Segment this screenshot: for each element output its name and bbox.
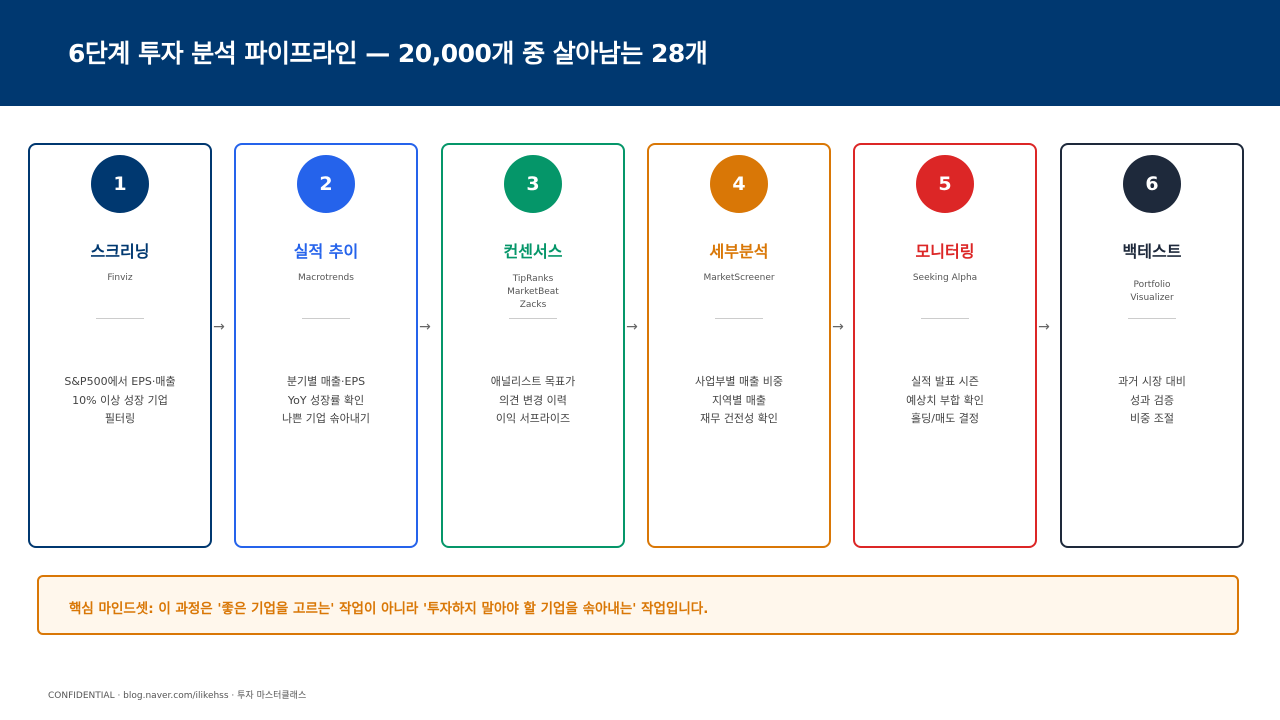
step-description: 애널리스트 목표가 의견 변경 이력 이익 서프라이즈	[490, 375, 576, 425]
step-tools: TipRanks MarketBeat Zacks	[507, 274, 559, 310]
step-card-4: 4 세부분석 MarketScreener 사업부별 매출 비중 지역별 매출 …	[647, 143, 831, 548]
step-description: 사업부별 매출 비중 지역별 매출 재무 건전성 확인	[695, 375, 783, 425]
step-divider	[715, 318, 763, 319]
step-tools: Seeking Alpha	[912, 273, 978, 283]
step-number-badge: 5	[916, 155, 974, 213]
step-title: 모니터링	[915, 242, 975, 261]
step-description: S&P500에서 EPS·매출 10% 이상 성장 기업 필터링	[64, 375, 176, 425]
step-card-3: 3 컨센서스 TipRanks MarketBeat Zacks 애널리스트 목…	[441, 143, 625, 548]
step-number-badge: 4	[710, 155, 768, 213]
step-number-badge: 3	[504, 155, 562, 213]
step-title: 실적 추이	[293, 242, 359, 261]
step-number-badge: 2	[297, 155, 355, 213]
step-tools: Portfolio Visualizer	[1130, 280, 1174, 303]
step-divider	[921, 318, 969, 319]
header-bar: 6단계 투자 분석 파이프라인 — 20,000개 중 살아남는 28개	[0, 0, 1280, 106]
step-divider	[302, 318, 350, 319]
step-description: 분기별 매출·EPS YoY 성장률 확인 나쁜 기업 솎아내기	[282, 375, 370, 425]
step-card-5: 5 모니터링 Seeking Alpha 실적 발표 시즌 예상치 부합 확인 …	[853, 143, 1037, 548]
step-number-badge: 6	[1123, 155, 1181, 213]
key-mindset-callout: 핵심 마인드셋: 이 과정은 '좋은 기업을 고르는' 작업이 아니라 '투자하…	[37, 575, 1239, 635]
step-description: 실적 발표 시즌 예상치 부합 확인 홀딩/매도 결정	[906, 375, 984, 425]
step-title: 백테스트	[1122, 242, 1182, 261]
step-card-2: 2 실적 추이 Macrotrends 분기별 매출·EPS YoY 성장률 확…	[234, 143, 418, 548]
arrow-icon: →	[1038, 319, 1050, 335]
step-description: 과거 시장 대비 성과 검증 비중 조절	[1118, 375, 1186, 425]
step-tools: Macrotrends	[298, 273, 354, 283]
step-title: 세부분석	[709, 242, 769, 261]
step-title: 스크리닝	[90, 242, 150, 261]
step-divider	[96, 318, 144, 319]
step-divider	[1128, 318, 1176, 319]
step-tools: Finviz	[107, 273, 133, 283]
page-title: 6단계 투자 분석 파이프라인 — 20,000개 중 살아남는 28개	[68, 39, 708, 68]
step-number-badge: 1	[91, 155, 149, 213]
step-card-6: 6 백테스트 Portfolio Visualizer 과거 시장 대비 성과 …	[1060, 143, 1244, 548]
step-divider	[509, 318, 557, 319]
arrow-icon: →	[832, 319, 844, 335]
arrow-icon: →	[626, 319, 638, 335]
step-tools: MarketScreener	[703, 273, 775, 283]
footer-text: CONFIDENTIAL · blog.naver.com/ilikehss ·…	[48, 691, 307, 701]
callout-text: 핵심 마인드셋: 이 과정은 '좋은 기업을 고르는' 작업이 아니라 '투자하…	[69, 601, 709, 617]
step-title: 컨센서스	[503, 242, 563, 261]
arrow-icon: →	[213, 319, 225, 335]
arrow-icon: →	[419, 319, 431, 335]
step-card-1: 1 스크리닝 Finviz S&P500에서 EPS·매출 10% 이상 성장 …	[28, 143, 212, 548]
